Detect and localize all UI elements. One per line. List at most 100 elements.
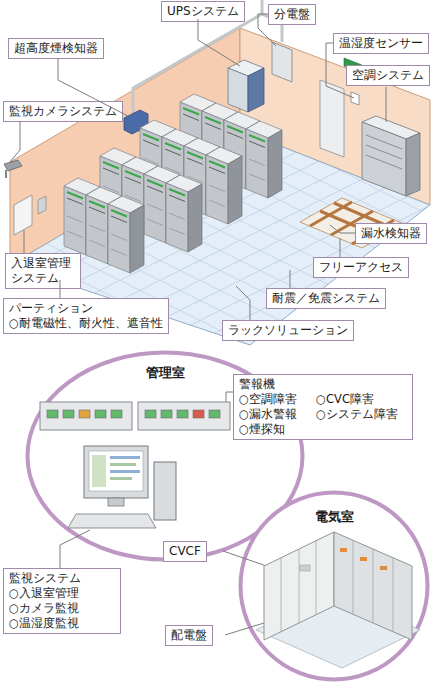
callout-box: ラックソリューション bbox=[222, 320, 354, 341]
list-item: ○入退室管理 bbox=[9, 586, 115, 601]
leader-line bbox=[60, 280, 61, 298]
list-item: ○温湿度監視 bbox=[9, 616, 115, 631]
illustration-part bbox=[95, 410, 106, 418]
illustration-part bbox=[209, 410, 220, 418]
illustration-part bbox=[108, 498, 124, 506]
illustration-part bbox=[79, 410, 90, 418]
list-item: ○煙探知 bbox=[239, 422, 306, 437]
leader-line bbox=[24, 230, 25, 253]
illustration-part bbox=[228, 68, 248, 112]
illustration-part bbox=[110, 477, 132, 480]
illustration-part bbox=[380, 566, 387, 570]
illustration-part bbox=[111, 410, 122, 418]
illustration-part bbox=[138, 402, 230, 430]
illustration-part bbox=[360, 557, 367, 561]
info-box: 監視システム○入退室管理○カメラ監視○温湿度監視 bbox=[3, 568, 121, 634]
illustration-part bbox=[4, 160, 22, 171]
illustration-part bbox=[68, 514, 156, 528]
leader-line bbox=[223, 551, 278, 570]
illustration-part bbox=[47, 410, 220, 418]
info-box: パーティション○耐電磁性、耐火性、遮音性 bbox=[3, 298, 169, 334]
box-heading: 監視システム bbox=[9, 571, 115, 586]
callout-text: CVCF bbox=[169, 544, 201, 559]
leader-line bbox=[226, 392, 233, 414]
box-heading: パーティション bbox=[9, 301, 163, 316]
illustration-part bbox=[362, 122, 406, 196]
illustration-part bbox=[92, 455, 106, 487]
box-heading: 警報機 bbox=[239, 377, 407, 392]
callout-box: 超高度煙検知器 bbox=[8, 38, 104, 59]
illustration-part bbox=[14, 195, 32, 235]
room-heading: 電気室 bbox=[238, 508, 430, 526]
callout-box: フリーアクセス bbox=[313, 257, 409, 278]
list-item: ○漏水警報 bbox=[239, 407, 306, 422]
leader-line bbox=[10, 14, 386, 635]
callout-text: 入退室管理 システム bbox=[11, 256, 75, 286]
callout-text: 分電盤 bbox=[274, 7, 310, 22]
leader-line bbox=[330, 225, 355, 233]
illustration-part bbox=[110, 463, 136, 466]
illustration-part bbox=[340, 548, 347, 552]
callout-box: 温湿度センサー bbox=[333, 33, 429, 54]
illustration-part bbox=[177, 410, 188, 418]
leader-line bbox=[326, 43, 354, 98]
illustration-part bbox=[38, 196, 46, 214]
leader-line bbox=[10, 121, 20, 162]
leader-line bbox=[236, 286, 250, 320]
leader-line bbox=[258, 14, 276, 46]
illustration-part bbox=[108, 196, 144, 273]
leader-line bbox=[58, 58, 128, 116]
illustration-part bbox=[246, 121, 282, 198]
callout-box: 空調システム bbox=[346, 65, 430, 86]
leader-line bbox=[198, 19, 240, 66]
illustration-part bbox=[63, 410, 74, 418]
item-list: ○耐電磁性、耐火性、遮音性 bbox=[9, 316, 163, 331]
callout-text: 監視カメラシステム bbox=[9, 104, 117, 119]
callout-text: 温湿度センサー bbox=[339, 36, 423, 51]
item-list: ○空調障害 ○CVC障害 ○漏水警報 ○システム障害 ○煙探知 bbox=[239, 392, 407, 437]
callout-text: 空調システム bbox=[352, 68, 424, 83]
leader-line bbox=[60, 530, 90, 568]
callout-text: 漏水検知器 bbox=[361, 226, 421, 241]
illustration-part bbox=[299, 549, 300, 623]
illustration-part bbox=[89, 451, 143, 491]
callout-box: 分電盤 bbox=[268, 4, 316, 25]
illustration-part bbox=[256, 592, 420, 668]
callout-box: CVCF bbox=[163, 541, 207, 562]
callout-box: 監視カメラシステム bbox=[3, 101, 123, 122]
illustration-part bbox=[154, 462, 176, 520]
room-circle: 電気室 bbox=[238, 490, 430, 682]
callout-text: 超高度煙検知器 bbox=[14, 41, 98, 56]
list-item: ○CVC障害 bbox=[316, 392, 407, 407]
illustration-part bbox=[406, 133, 420, 196]
callout-box: 耐震／免震システム bbox=[266, 288, 386, 309]
illustration-part bbox=[281, 540, 393, 632]
illustration-part bbox=[353, 540, 354, 614]
illustration-part bbox=[166, 175, 202, 252]
illustration-part bbox=[334, 532, 412, 640]
list-item: ○システム障害 bbox=[316, 407, 407, 422]
leader-line bbox=[386, 87, 387, 122]
illustration-part bbox=[264, 532, 334, 640]
callout-text: 配電盤 bbox=[171, 628, 207, 643]
illustration-part bbox=[373, 549, 374, 623]
callout-box: 入退室管理 システム bbox=[5, 253, 81, 289]
illustration-part bbox=[248, 68, 264, 112]
leader-line bbox=[225, 612, 300, 635]
illustration-part bbox=[145, 410, 156, 418]
callout-box: UPSシステム bbox=[161, 1, 245, 22]
leader-line bbox=[290, 270, 291, 288]
list-item: ○耐電磁性、耐火性、遮音性 bbox=[9, 316, 163, 331]
illustration-part bbox=[351, 92, 359, 105]
illustration-part bbox=[110, 470, 140, 473]
callout-text: 耐震／免震システム bbox=[272, 291, 380, 306]
illustration-part bbox=[281, 558, 282, 632]
illustration-part bbox=[47, 410, 58, 418]
list-item: ○空調障害 bbox=[239, 392, 306, 407]
callout-text: UPSシステム bbox=[167, 4, 239, 19]
illustration-part bbox=[393, 558, 394, 632]
illustration-part bbox=[40, 402, 132, 430]
illustration-part bbox=[320, 80, 344, 157]
illustration-part bbox=[272, 42, 292, 82]
